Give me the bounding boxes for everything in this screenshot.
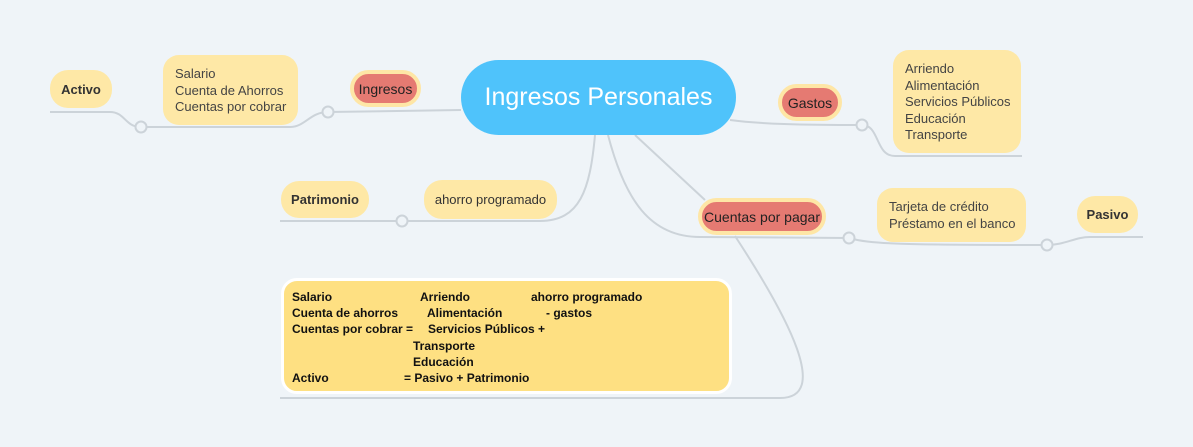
topic-gastos[interactable]: Gastos [778, 84, 842, 121]
category-activo[interactable]: Activo [50, 70, 112, 108]
list-item: Cuentas por cobrar [175, 99, 287, 114]
summary-text: Salario [292, 290, 333, 304]
summary-text: Alimentación [427, 306, 503, 320]
summary-text: Cuenta de ahorros [292, 306, 399, 320]
topic-ahorro-programado[interactable]: ahorro programado [424, 180, 557, 219]
topic-cuentas-por-pagar[interactable]: Cuentas por pagar [698, 198, 826, 235]
summary-text: ahorro programado [531, 290, 643, 304]
list-item: Servicios Públicos [905, 94, 1011, 109]
list-item: Préstamo en el banco [889, 215, 1016, 231]
list-item: Arriendo [905, 61, 955, 76]
list-item: Salario [175, 66, 216, 81]
list-item: Tarjeta de crédito [889, 199, 989, 214]
summary-box[interactable]: Salario Arriendo ahorro programado Cuent… [281, 278, 732, 394]
summary-text: = Pasivo + Patrimonio [404, 371, 530, 385]
summary-text: - gastos [546, 306, 593, 320]
summary-text: Cuentas por cobrar = [292, 322, 414, 336]
topic-ingresos[interactable]: Ingresos [350, 70, 421, 107]
list-item: Cuenta de Ahorros [175, 82, 284, 98]
ingresos-list[interactable]: Salario Cuenta de Ahorros Cuentas por co… [163, 55, 298, 125]
summary-text: Servicios Públicos + [428, 322, 546, 336]
list-item: Transporte [905, 127, 968, 142]
summary-text: Transporte [413, 339, 476, 353]
summary-text: Arriendo [420, 290, 471, 304]
cuentas-list[interactable]: Tarjeta de crédito Préstamo en el banco [877, 188, 1026, 242]
list-item: Alimentación [905, 77, 980, 93]
summary-text: Educación [413, 355, 474, 369]
central-topic[interactable]: Ingresos Personales [461, 60, 736, 135]
category-pasivo[interactable]: Pasivo [1077, 196, 1138, 233]
gastos-list[interactable]: Arriendo Alimentación Servicios Públicos… [893, 50, 1021, 153]
summary-text: Activo [292, 371, 329, 385]
category-patrimonio[interactable]: Patrimonio [281, 181, 369, 218]
list-item: Educación [905, 110, 966, 126]
